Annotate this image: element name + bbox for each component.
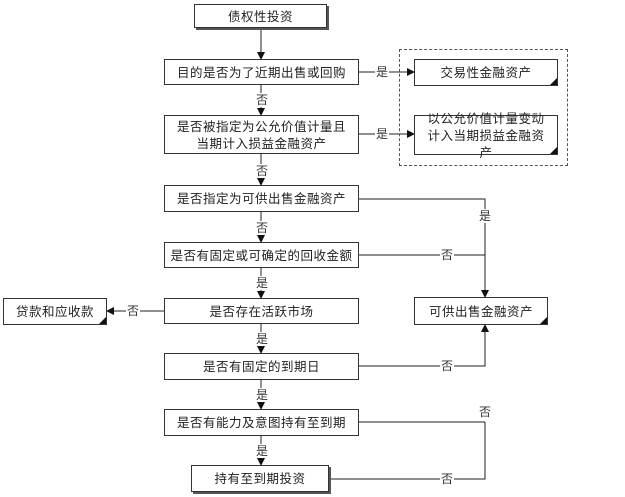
outcome-loans: 贷款和应收款 (3, 298, 107, 325)
label-d7-no: 否 (478, 405, 493, 419)
decision-7: 是否有能力及意图持有至到期 (164, 409, 359, 436)
outcome-group-dashed (399, 49, 568, 166)
end-box: 持有至到期投资 (191, 465, 329, 492)
decision-1: 目的是否为了近期出售或回购 (164, 59, 359, 85)
arrow-d6-no (359, 324, 489, 367)
label-d6-no: 否 (440, 359, 455, 373)
label-d5-no: 否 (126, 304, 141, 318)
label-d5-yes: 是 (255, 332, 270, 346)
label-d4-yes: 是 (255, 276, 270, 290)
label-d2-no: 否 (255, 164, 270, 178)
label-d3-no: 否 (255, 221, 270, 235)
outcome-trading: 交易性金融资产 (414, 59, 558, 86)
start-box: 债权性投资 (194, 4, 327, 28)
decision-4: 是否有固定或可确定的回收金额 (164, 242, 359, 268)
label-end-no: 否 (440, 472, 455, 486)
decision-2: 是否被指定为公允价值计量且当期计入损益金融资产 (164, 115, 359, 154)
label-d4-no: 否 (440, 248, 455, 262)
label-d1-no: 否 (255, 93, 270, 107)
decision-5: 是否存在活跃市场 (164, 298, 359, 324)
label-d3-yes: 是 (478, 209, 493, 223)
label-d7-yes: 是 (255, 444, 270, 458)
decision-3: 是否指定为可供出售金融资产 (164, 185, 359, 212)
outcome-afs: 可供出售金融资产 (414, 297, 548, 325)
line-end-no (329, 422, 486, 480)
label-d2-yes: 是 (375, 127, 390, 141)
outcome-fvtpl: 以公允价值计量变动计入当期损益金融资产 (414, 111, 558, 160)
label-d6-yes: 是 (255, 388, 270, 402)
decision-6: 是否有固定的到期日 (164, 353, 359, 380)
arrow-d3-yes (359, 198, 489, 298)
label-d1-yes: 是 (375, 65, 390, 79)
